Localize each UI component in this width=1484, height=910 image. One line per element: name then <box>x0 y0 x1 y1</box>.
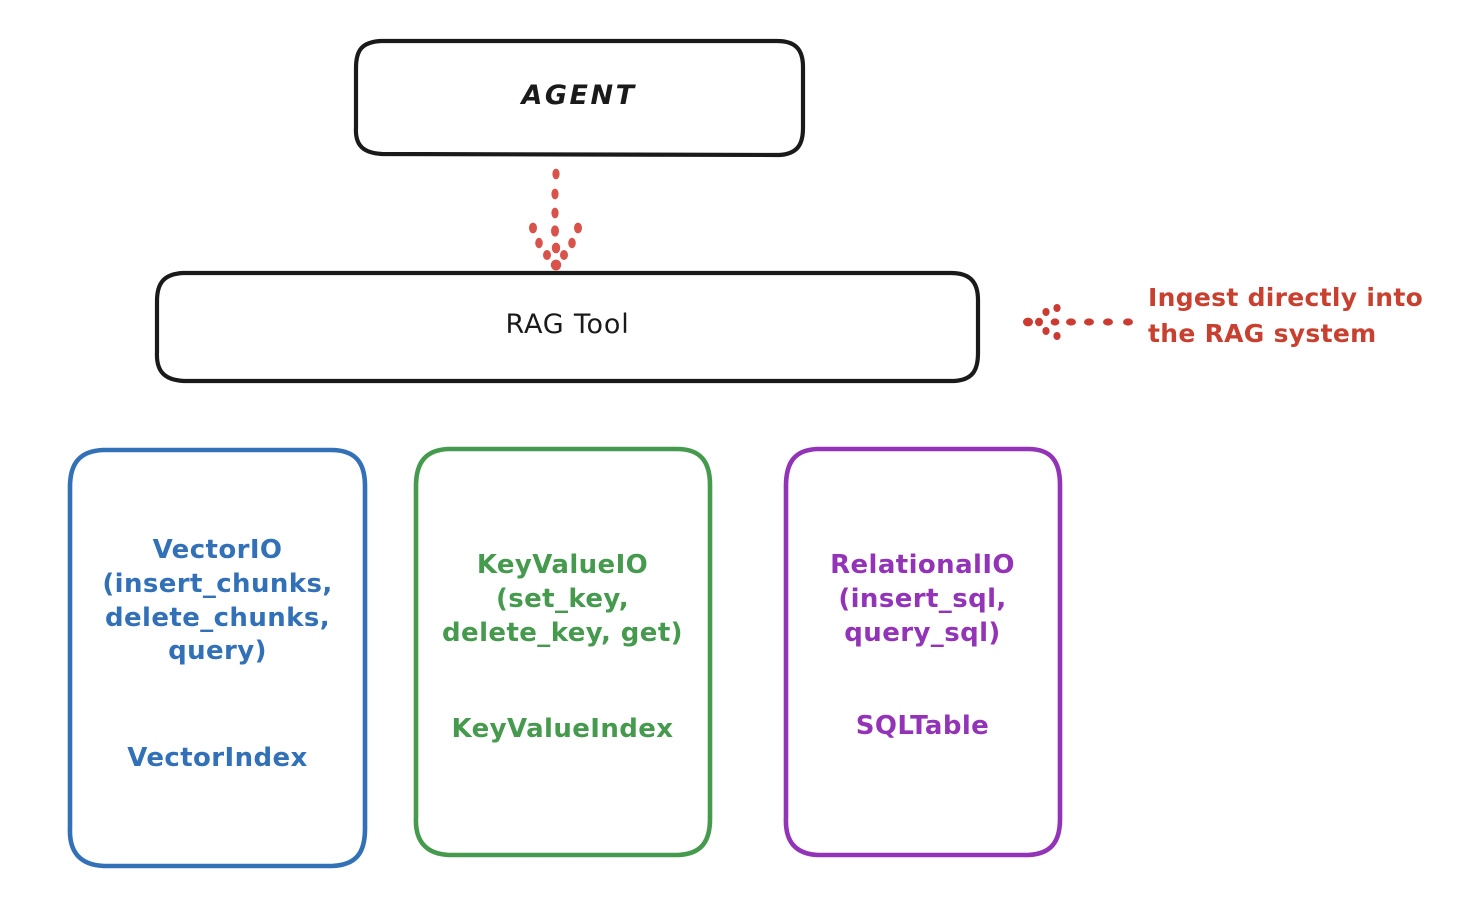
keyvalue-store-index-label: KeyValueIndex <box>451 714 674 744</box>
vector-store-index-label: VectorIndex <box>127 743 308 773</box>
relational-store-box[interactable] <box>783 446 1063 858</box>
keyvalue-store-box[interactable] <box>413 446 713 858</box>
ingest-annotation-label: Ingest directly into the RAG system <box>1148 283 1424 348</box>
agent-label: AGENT <box>521 80 637 111</box>
ingest-to-rag-arrow <box>1023 304 1133 340</box>
agent-to-rag-arrow <box>529 168 582 271</box>
keyvalue-store-api-label: KeyValueIO (set_key, delete_key, get) <box>442 550 683 648</box>
vector-store-api-label: VectorIO (insert_chunks, delete_chunks, … <box>102 535 333 667</box>
rag-tool-label: RAG Tool <box>505 309 630 340</box>
relational-store-api-label: RelationalIO (insert_sql, query_sql) <box>830 550 1015 648</box>
relational-store-index-label: SQLTable <box>855 711 990 741</box>
